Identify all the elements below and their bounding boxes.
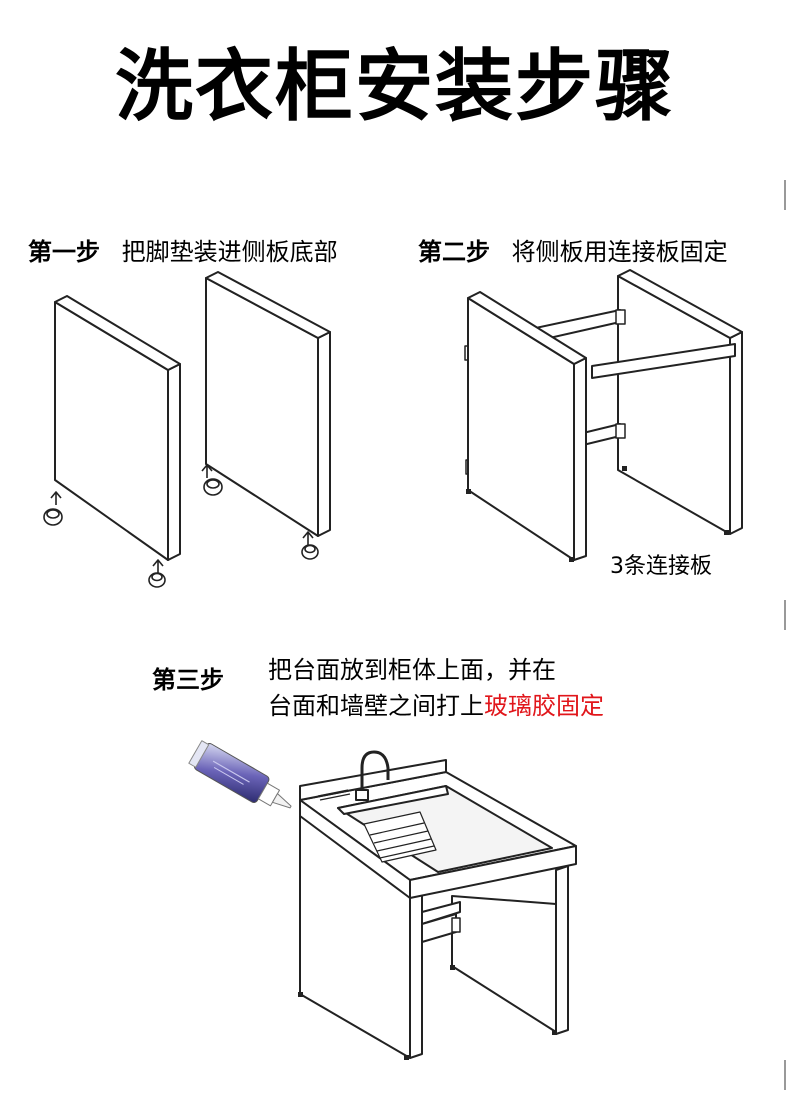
bracket-icon [615,309,626,325]
connector-note: 3条连接板 [610,554,712,579]
step2-text: 将侧板用连接板固定 [511,238,728,266]
side-panel-right [205,271,331,537]
foot-dot [450,965,455,970]
step3-text: 把台面放到柜体上面，并在 台面和墙壁之间打上玻璃胶固定 [268,652,604,724]
side-panel-back [617,269,743,535]
step2-illustration [464,269,743,562]
step1-number: 第一步 [28,238,100,266]
step3-line2-highlight: 玻璃胶固定 [484,692,604,720]
bracket-icon [615,423,626,439]
step1-illustration [43,271,331,588]
foot-dot [298,992,303,997]
foot-dot [404,1055,409,1060]
washboard [363,811,437,863]
glue-tube-icon [188,740,292,809]
foot-dot [622,466,627,471]
foot-dot [724,530,729,535]
step3-line2-plain: 台面和墙壁之间打上 [268,692,484,720]
foot-dot [569,557,574,562]
edge-mark [784,180,786,210]
side-panel-front [467,291,587,561]
foot-icon [148,559,166,588]
step2-number: 第二步 [418,238,490,266]
step3-number: 第三步 [152,666,224,694]
faucet-icon [355,750,390,801]
foot-icon [201,464,223,496]
foot-dot [552,1030,557,1035]
step3-line2: 台面和墙壁之间打上玻璃胶固定 [268,688,604,724]
edge-mark [784,1060,786,1090]
bracket-icon [451,917,461,933]
step3-line1: 把台面放到柜体上面，并在 [268,656,556,684]
step1-heading: 第一步 把脚垫装进侧板底部 [28,240,338,264]
side-panel-left [54,295,181,561]
foot-icon [301,531,319,560]
foot-icon [43,491,63,526]
page-title: 洗衣柜安装步骤 [114,42,675,132]
edge-mark [784,600,786,630]
step1-text: 把脚垫装进侧板底部 [121,238,338,266]
step3-illustration [298,750,577,1060]
step2-heading: 第二步 将侧板用连接板固定 [418,240,728,264]
foot-dot [466,489,471,494]
connector-board [591,343,736,379]
